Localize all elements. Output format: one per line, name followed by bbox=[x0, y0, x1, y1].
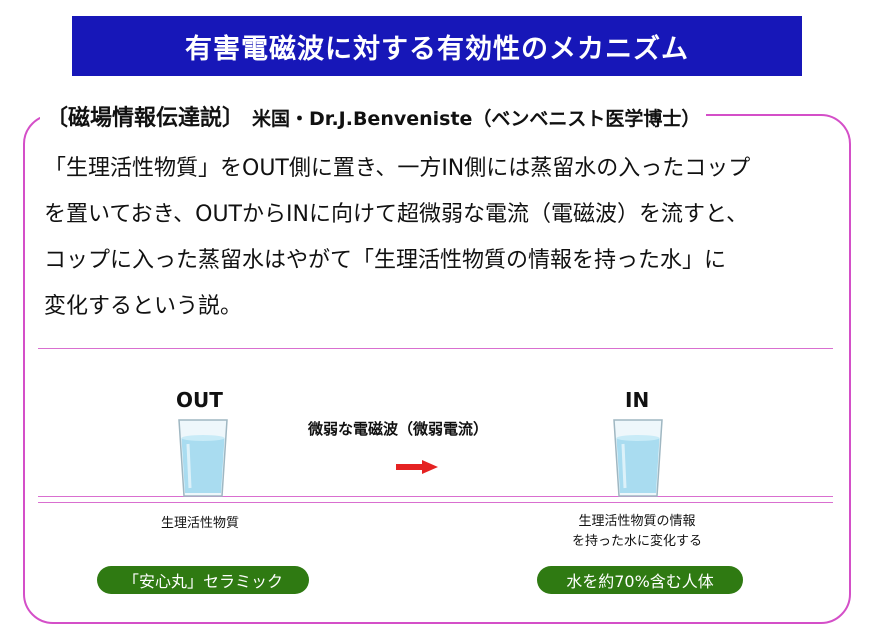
description-line: 変化するという説。 bbox=[44, 294, 243, 319]
title-banner: 有害電磁波に対する有効性のメカニズム bbox=[72, 16, 802, 76]
in-caption-line: 生理活性物質の情報 bbox=[578, 514, 696, 529]
current-label: 微弱な電磁波（微弱電流） bbox=[308, 420, 489, 438]
description-line: コップに入った蒸留水はやがて「生理活性物質の情報を持った水」に bbox=[44, 248, 727, 273]
out-glass-icon bbox=[178, 419, 228, 497]
shelf-line bbox=[38, 496, 833, 497]
description-line: を置いておき、OUTからINに向けて超微弱な電流（電磁波）を流すと、 bbox=[44, 202, 749, 227]
out-label: OUT bbox=[176, 388, 223, 412]
section-heading: 〔磁場情報伝達説〕 米国・Dr.J.Benveniste（ベンベニスト医学博士） bbox=[40, 100, 707, 132]
in-label: IN bbox=[625, 388, 650, 412]
in-caption-line: を持った水に変化する bbox=[571, 534, 702, 549]
in-caption: 生理活性物質の情報 を持った水に変化する bbox=[548, 512, 726, 552]
page-title: 有害電磁波に対する有効性のメカニズム bbox=[185, 33, 689, 65]
description-text: 「生理活性物質」をOUT側に置き、一方IN側には蒸留水の入ったコップ を置いてお… bbox=[44, 146, 839, 330]
out-caption: 生理活性物質 bbox=[160, 516, 239, 531]
description-line: 「生理活性物質」をOUT側に置き、一方IN側には蒸留水の入ったコップ bbox=[44, 156, 751, 181]
out-source-badge: 「安心丸」セラミック bbox=[97, 566, 309, 594]
theory-source: 米国・Dr.J.Benveniste（ベンベニスト医学博士） bbox=[252, 108, 701, 130]
right-arrow-icon bbox=[396, 460, 438, 474]
in-target-badge: 水を約70%含む人体 bbox=[537, 566, 743, 594]
shelf-line bbox=[38, 502, 833, 503]
divider bbox=[38, 348, 833, 349]
theory-name: 〔磁場情報伝達説〕 bbox=[46, 106, 245, 131]
in-glass-icon bbox=[613, 419, 663, 497]
